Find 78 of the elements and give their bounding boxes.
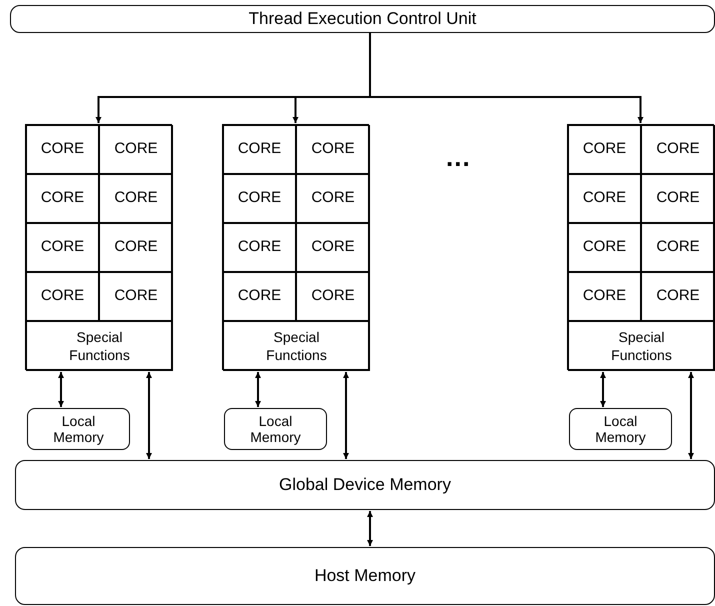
core-cell <box>223 125 296 174</box>
node-label: CORE <box>311 188 355 208</box>
memory-box <box>15 547 715 605</box>
core-cell <box>296 272 370 321</box>
special-functions-box <box>223 321 370 371</box>
multiprocessor-box <box>25 124 172 370</box>
core-cell <box>641 125 715 174</box>
node-label: Local Memory <box>594 413 647 445</box>
local-memory-box <box>27 408 130 450</box>
core-cell <box>26 272 99 321</box>
node-label: CORE <box>582 237 626 258</box>
special-functions-box <box>568 321 715 371</box>
node-label: Host Memory <box>314 565 416 588</box>
arrow <box>600 372 606 407</box>
local-memory-box <box>224 408 327 450</box>
control-unit-box <box>10 5 715 33</box>
arrow <box>688 372 694 459</box>
core-cell <box>568 174 641 223</box>
core-cell <box>568 223 641 272</box>
special-functions-box <box>26 321 173 371</box>
arrow <box>255 372 261 407</box>
arrow <box>343 372 349 459</box>
node-label: CORE <box>656 139 700 160</box>
node-label: Special Functions <box>610 328 673 364</box>
node-label: CORE <box>656 188 700 208</box>
arrow <box>146 372 152 459</box>
core-cell <box>99 272 173 321</box>
memory-box <box>15 460 715 510</box>
core-cell <box>223 272 296 321</box>
arrow <box>367 511 373 546</box>
core-cell <box>641 272 715 321</box>
node-label: CORE <box>114 188 158 208</box>
node-label: Local Memory <box>249 413 302 445</box>
node-label: Global Device Memory <box>279 474 451 496</box>
node-label: CORE <box>40 188 84 208</box>
node-label: CORE <box>238 188 282 208</box>
node-label: CORE <box>114 286 158 306</box>
core-cell <box>568 272 641 321</box>
core-cell <box>641 223 715 272</box>
node-label: Thread Execution Control Unit <box>248 8 476 30</box>
node-label: CORE <box>114 139 158 160</box>
multiprocessor-box <box>222 124 369 370</box>
core-cell <box>26 223 99 272</box>
node-label: CORE <box>40 286 84 306</box>
arrow <box>58 372 64 407</box>
node-label: CORE <box>114 237 158 258</box>
core-cell <box>296 174 370 223</box>
node-label: CORE <box>238 286 282 306</box>
core-cell <box>223 174 296 223</box>
arrow <box>369 33 644 123</box>
node-label: CORE <box>311 286 355 306</box>
core-cell <box>99 223 173 272</box>
node-label: CORE <box>40 237 84 258</box>
core-cell <box>641 174 715 223</box>
node-label: Special Functions <box>68 328 131 364</box>
node-label: CORE <box>582 286 626 306</box>
node-label: CORE <box>582 139 626 160</box>
node-label: CORE <box>238 237 282 258</box>
node-label: CORE <box>656 286 700 306</box>
core-cell <box>26 174 99 223</box>
node-label: CORE <box>40 139 84 160</box>
core-cell <box>99 125 173 174</box>
core-cell <box>568 125 641 174</box>
ellipsis: ... <box>446 141 471 174</box>
node-label: CORE <box>582 188 626 208</box>
multiprocessor-box <box>567 124 714 370</box>
core-cell <box>99 174 173 223</box>
node-label: CORE <box>238 139 282 160</box>
node-label: CORE <box>656 237 700 258</box>
core-cell <box>223 223 296 272</box>
core-cell <box>296 223 370 272</box>
node-label: Special Functions <box>265 328 328 364</box>
node-label: CORE <box>311 237 355 258</box>
core-cell <box>296 125 370 174</box>
local-memory-box <box>569 408 672 450</box>
core-cell <box>26 125 99 174</box>
node-label: Local Memory <box>52 413 105 445</box>
node-label: CORE <box>311 139 355 160</box>
